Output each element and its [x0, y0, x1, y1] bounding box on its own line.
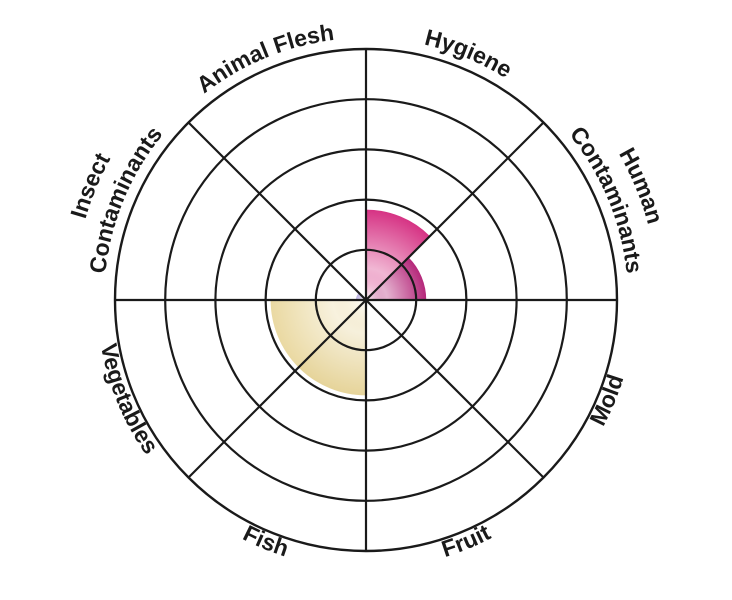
- category-label-animal-flesh: Animal Flesh: [192, 19, 336, 98]
- spoke-1: [365, 121, 545, 301]
- category-label-fruit: Fruit: [438, 519, 494, 562]
- sector-hygiene: [366, 209, 430, 300]
- category-label-hygiene: Hygiene: [422, 24, 516, 83]
- category-label-fish: Fish: [239, 520, 292, 562]
- sector-layer: [270, 209, 430, 396]
- grid-layer: [113, 47, 619, 553]
- spoke-7: [187, 121, 367, 301]
- category-label-mold: Mold: [584, 371, 628, 429]
- sector-vegetables: [270, 300, 366, 368]
- spoke-3: [365, 299, 545, 479]
- sector-fish: [298, 300, 366, 396]
- sector-human-contaminants: [366, 257, 427, 300]
- spoke-5: [187, 299, 367, 479]
- category-label-vegetables: Vegetables: [96, 341, 164, 458]
